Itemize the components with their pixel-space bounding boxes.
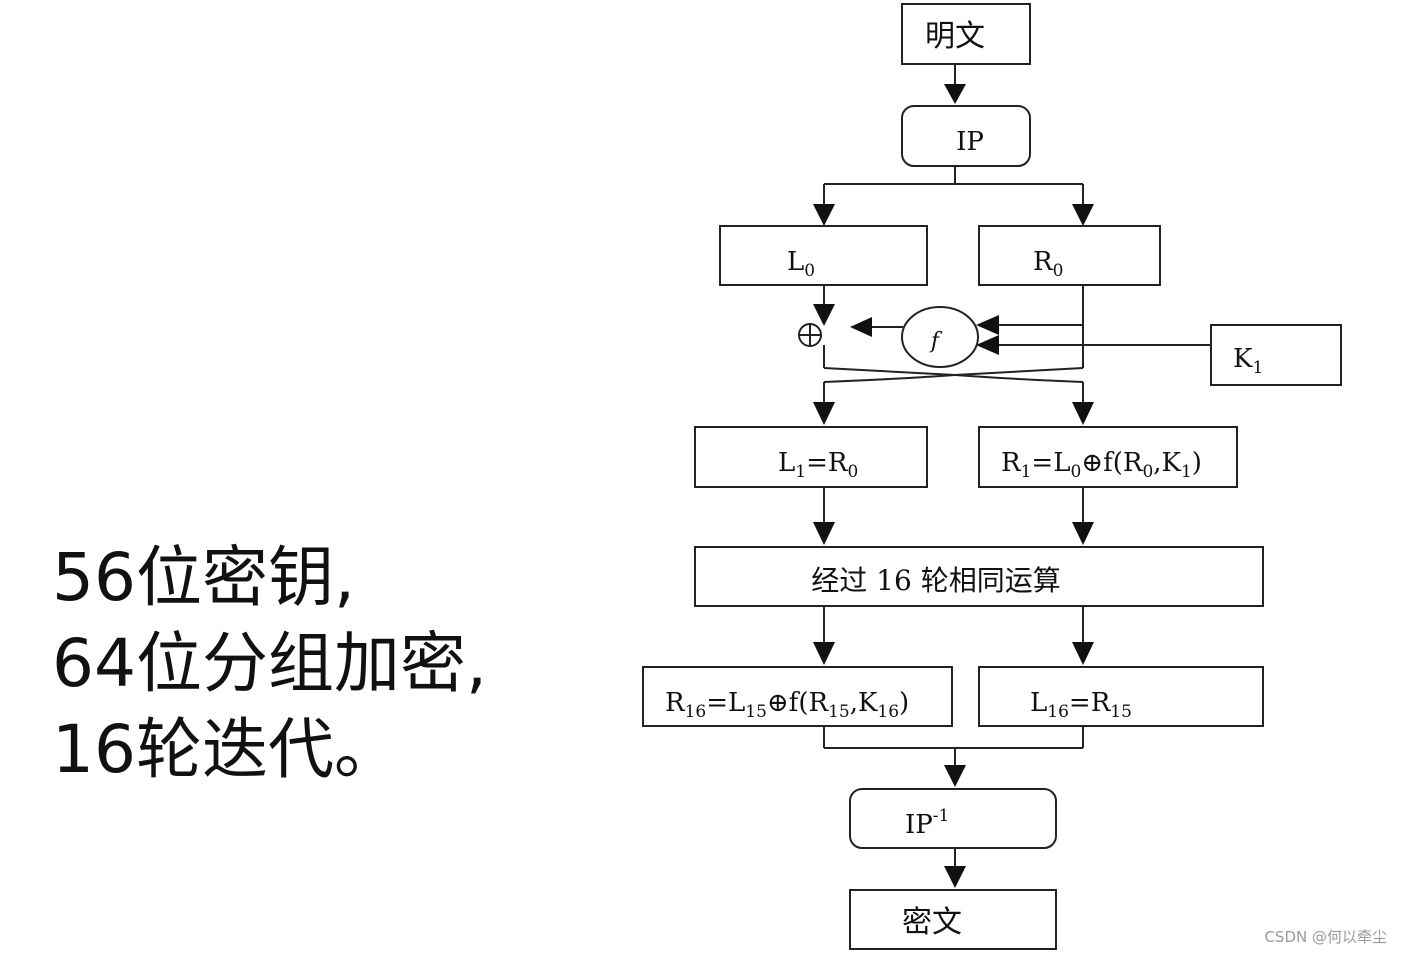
k1-box: K1 <box>1210 324 1342 386</box>
r16-label: R16=L15⊕f(R15,K16) <box>665 688 909 722</box>
description-text: 56位密钥, 64位分组加密, 16轮迭代。 <box>52 535 487 793</box>
ciphertext-box: 密文 <box>849 889 1057 950</box>
ciphertext-label: 密文 <box>902 905 962 940</box>
k1-label: K1 <box>1233 344 1263 378</box>
f-function-node: f <box>901 306 979 368</box>
ip-inverse-box: IP-1 <box>849 788 1057 849</box>
plaintext-box: 明文 <box>901 3 1031 65</box>
r0-box: R0 <box>978 225 1161 286</box>
rounds-label: 经过 16 轮相同运算 <box>811 564 1060 597</box>
r0-label: R0 <box>1033 247 1063 281</box>
ip-inverse-label: IP-1 <box>905 806 949 840</box>
l16-label: L16=R15 <box>1030 688 1132 722</box>
ip-label: IP <box>956 127 984 157</box>
rounds-box: 经过 16 轮相同运算 <box>694 546 1264 607</box>
r1-label: R1=L0⊕f(R0,K1) <box>1001 448 1202 482</box>
ip-box: IP <box>901 105 1031 167</box>
key-length-line: 56位密钥, <box>52 539 355 616</box>
r1-box: R1=L0⊕f(R0,K1) <box>978 426 1238 488</box>
plaintext-label: 明文 <box>925 19 985 54</box>
rounds-line: 16轮迭代。 <box>52 711 400 788</box>
l1-box: L1=R0 <box>694 426 928 488</box>
l16-box: L16=R15 <box>978 666 1264 727</box>
l0-box: L0 <box>719 225 928 286</box>
l1-label: L1=R0 <box>778 448 858 482</box>
r16-box: R16=L15⊕f(R15,K16) <box>642 666 953 727</box>
xor-symbol <box>798 323 822 347</box>
arrowheads <box>813 84 1094 888</box>
block-size-line: 64位分组加密, <box>52 625 487 702</box>
watermark: CSDN @何以牵尘 <box>1264 928 1387 946</box>
connector-lines <box>823 64 1210 870</box>
l0-label: L0 <box>787 247 815 281</box>
